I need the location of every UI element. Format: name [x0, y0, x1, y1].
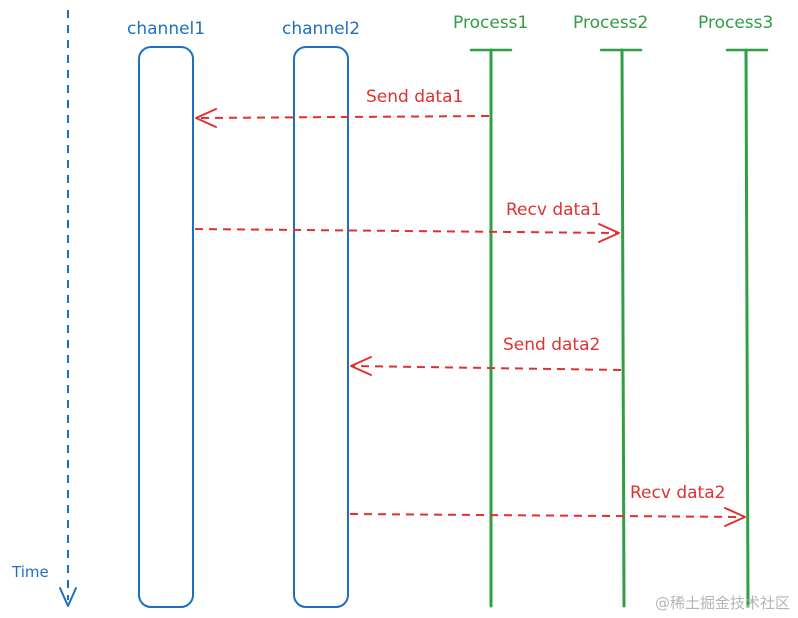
message-send-data1-arrow-line	[197, 115, 490, 119]
process-2: Process2	[573, 13, 648, 608]
time-axis-label: Time	[11, 563, 49, 581]
message-recv-data1-arrow-line	[194, 228, 618, 234]
channel-2-label: channel2	[282, 19, 360, 39]
process-2-label: Process2	[573, 13, 648, 33]
process-2-lifeline	[620, 48, 626, 608]
watermark-text: @稀土掘金技术社区	[655, 594, 790, 612]
process-1: Process1	[453, 13, 528, 608]
message-send-data2-label: Send data2	[503, 335, 600, 355]
process-3-lifeline	[744, 48, 750, 608]
message-recv-data2-label: Recv data2	[630, 483, 725, 503]
time-axis-arrowhead	[59, 587, 77, 607]
process-3-label: Process3	[698, 13, 773, 33]
message-send-data1: Send data1	[195, 87, 490, 128]
message-recv-data1-label: Recv data1	[506, 200, 601, 220]
message-recv-data2: Recv data2	[349, 483, 746, 527]
channel-1-lifeline-box	[138, 46, 194, 608]
message-recv-data1-arrowhead	[598, 223, 620, 243]
message-send-data1-label: Send data1	[366, 87, 463, 107]
message-recv-data1: Recv data1	[194, 200, 620, 243]
time-axis: Time	[11, 10, 77, 607]
channel-1-label: channel1	[127, 19, 205, 39]
message-send-data2-arrow-line	[352, 365, 622, 371]
message-send-data2-arrowhead	[350, 356, 372, 376]
message-send-data1-arrowhead	[195, 108, 217, 128]
process-1-label: Process1	[453, 13, 528, 33]
channel-1: channel1	[127, 19, 205, 608]
channel-2-lifeline-box	[293, 46, 349, 608]
message-recv-data2-arrowhead	[724, 507, 746, 527]
channel-2: channel2	[282, 19, 360, 608]
message-send-data2: Send data2	[350, 335, 622, 376]
process-3: Process3	[698, 13, 773, 608]
message-recv-data2-arrow-line	[349, 513, 744, 518]
